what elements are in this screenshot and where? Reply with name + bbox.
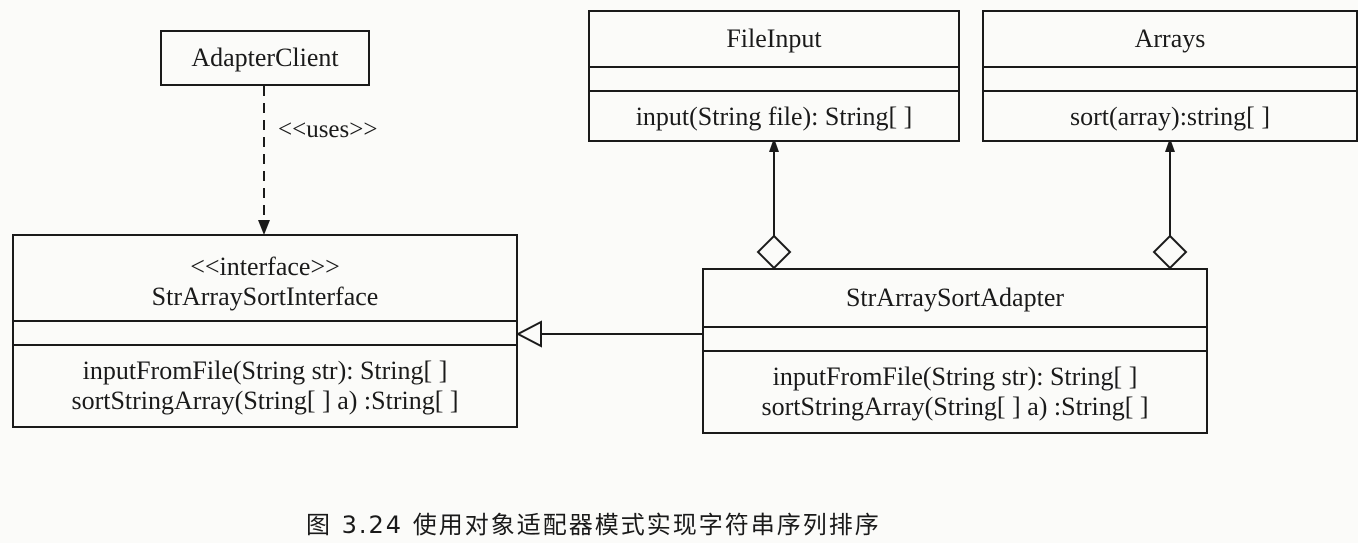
method: inputFromFile(String str): String[ ] [82,356,448,385]
arrays-arrowhead [1165,138,1175,152]
realization-triangle [515,320,542,348]
arrays-aggregation-diamond [1152,234,1188,270]
method: sort(array):string[ ] [1070,102,1270,131]
fileinput-aggregation-diamond [756,234,792,270]
interface-header: <<interface>> StrArraySortInterface [14,236,516,320]
attributes-compartment [14,320,516,344]
class-name: StrArraySortAdapter [845,283,1065,312]
adapter-client-class: AdapterClient [160,30,370,86]
attributes-compartment [984,66,1356,90]
methods-compartment: inputFromFile(String str): String[ ] sor… [704,350,1206,422]
figure-caption: 图 3.24 使用对象适配器模式实现字符串序列排序 [306,511,881,539]
class-name: Arrays [1134,24,1206,53]
class-name: StrArraySortInterface [151,282,379,311]
interface-stereotype: <<interface>> [190,252,340,281]
methods-compartment: inputFromFile(String str): String[ ] sor… [14,344,516,416]
attributes-compartment [704,326,1206,350]
str-array-sort-interface-class: <<interface>> StrArraySortInterface inpu… [12,234,518,428]
method: sortStringArray(String[ ] a) :String[ ] [71,386,459,415]
uses-arrowhead [258,220,270,235]
uses-label: <<uses>> [278,116,378,143]
methods-compartment: input(String file): String[ ] [590,90,958,132]
method: input(String file): String[ ] [635,102,913,131]
method: sortStringArray(String[ ] a) :String[ ] [761,392,1149,421]
attributes-compartment [590,66,958,90]
arrays-class: Arrays sort(array):string[ ] [982,10,1358,142]
class-name: AdapterClient [191,43,339,72]
fileinput-arrowhead [769,138,779,152]
methods-compartment: sort(array):string[ ] [984,90,1356,132]
class-name: FileInput [726,24,822,53]
str-array-sort-adapter-class: StrArraySortAdapter inputFromFile(String… [702,268,1208,434]
file-input-class: FileInput input(String file): String[ ] [588,10,960,142]
method: inputFromFile(String str): String[ ] [772,362,1138,391]
